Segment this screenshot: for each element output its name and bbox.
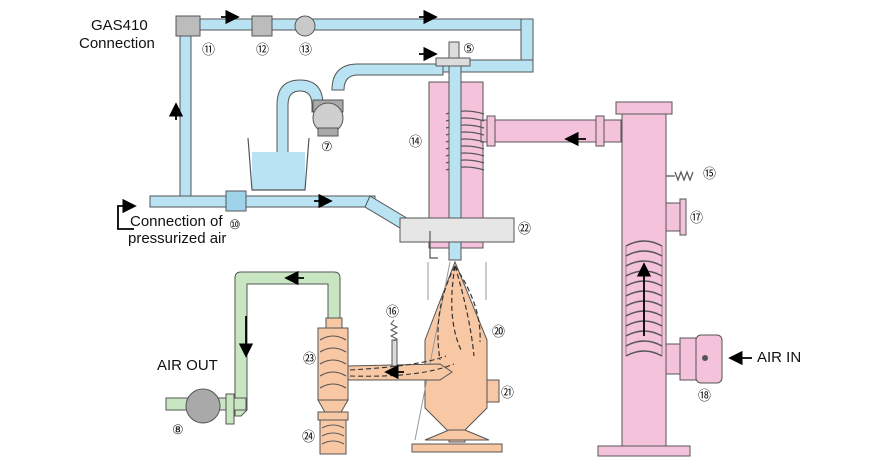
sensor-16 xyxy=(389,319,399,367)
air-inlet-fitting xyxy=(695,334,723,384)
gas-connection-subtitle: Connection xyxy=(79,35,155,52)
number-7: ⑦ xyxy=(321,139,333,154)
drying-chamber xyxy=(347,260,503,453)
valve-10 xyxy=(225,190,247,212)
number-18: ⑱ xyxy=(698,388,712,403)
pressurized-air-pipe xyxy=(149,195,376,208)
air-inlet-neck xyxy=(665,343,681,375)
port-21 xyxy=(486,379,500,403)
chamber-base xyxy=(411,443,503,453)
number-15: ⑮ xyxy=(703,166,717,181)
gas-connection-title: GAS410 xyxy=(91,17,148,34)
top-gas-pipe xyxy=(184,18,534,31)
vertical-gas-pipe xyxy=(179,23,192,205)
exhaust-blower xyxy=(185,388,221,424)
number-22: ㉒ xyxy=(518,221,532,236)
housing-heater-coil xyxy=(445,110,485,171)
chamber-body xyxy=(424,260,488,433)
hot-air-duct xyxy=(480,119,622,143)
beaker-liquid xyxy=(252,152,305,190)
number-11: ⑪ xyxy=(202,42,216,57)
air-in-label: AIR IN xyxy=(757,349,802,366)
number-10: ⑩ xyxy=(229,217,241,232)
number-14: ⑭ xyxy=(409,134,423,149)
arrow-pressurized-inlet xyxy=(117,198,137,230)
flow-arrows xyxy=(117,9,752,380)
pump-outlet-pipe xyxy=(331,63,444,91)
drying-column xyxy=(428,81,723,457)
number-21: ㉑ xyxy=(501,385,515,400)
pressurized-air-label-1: Connection of xyxy=(130,213,223,230)
liquid-pump xyxy=(312,99,344,137)
thermocouple-15 xyxy=(666,170,694,182)
cyclone-separator xyxy=(317,317,349,455)
collection-vessel xyxy=(319,419,347,455)
mounting-plate-22 xyxy=(399,217,515,243)
nozzle-cap-5 xyxy=(448,41,460,61)
number-20: ⑳ xyxy=(492,324,506,339)
column-top-flange xyxy=(615,101,673,115)
air-out-label: AIR OUT xyxy=(157,357,218,374)
outlet-flange xyxy=(225,393,235,425)
valve-11 xyxy=(175,15,201,37)
number-12: ⑫ xyxy=(256,42,270,57)
number-5: ⑤ xyxy=(463,41,475,56)
port-17 xyxy=(665,202,681,232)
number-8: ⑧ xyxy=(172,422,184,437)
valve-12 xyxy=(251,15,273,37)
number-17: ⑰ xyxy=(690,210,704,225)
pressurized-air-label-2: pressurized air xyxy=(128,230,227,247)
sample-beaker xyxy=(247,137,310,191)
column-base xyxy=(597,445,691,457)
number-23: ㉓ xyxy=(303,351,317,366)
number-24: ㉔ xyxy=(302,429,316,444)
number-16: ⑯ xyxy=(386,304,400,319)
sensor-13 xyxy=(294,15,316,37)
number-13: ⑬ xyxy=(299,42,313,57)
